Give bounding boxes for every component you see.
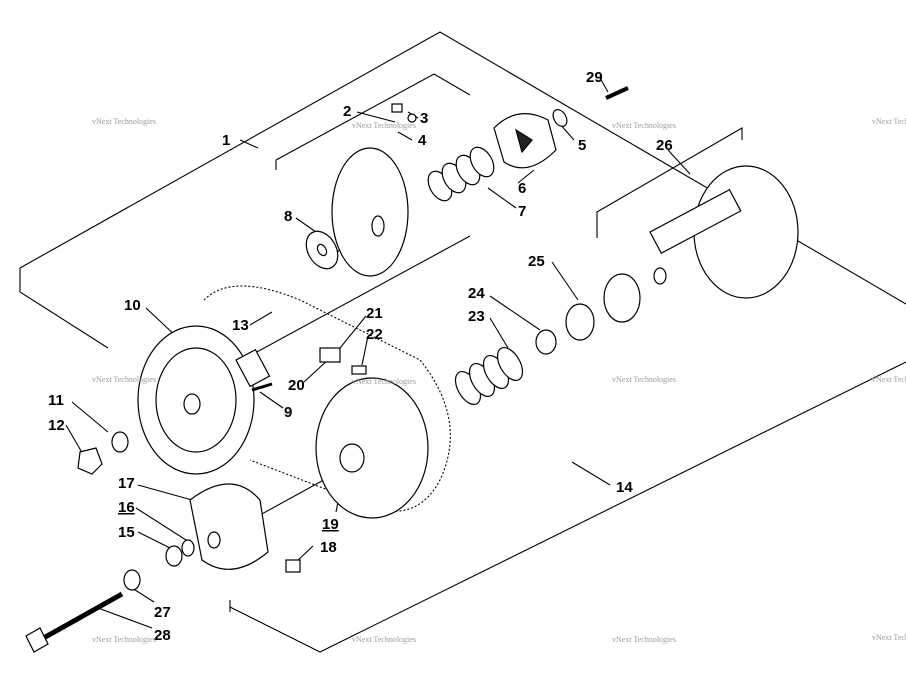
callout-15: 15 bbox=[118, 524, 135, 541]
drive-belt-part bbox=[203, 285, 451, 512]
callout-10: 10 bbox=[124, 297, 141, 314]
spring-upper-part bbox=[427, 146, 495, 202]
callout-2: 2 bbox=[343, 103, 351, 120]
callout-3: 3 bbox=[420, 110, 428, 127]
callout-6: 6 bbox=[518, 180, 526, 197]
callout-7: 7 bbox=[518, 203, 526, 220]
callout-5: 5 bbox=[578, 137, 586, 154]
watermarks: vNext Technologies vNext Technologies vN… bbox=[92, 117, 906, 644]
leader-lines bbox=[65, 77, 691, 629]
screw-bushing-part bbox=[391, 103, 417, 123]
callout-11: 11 bbox=[48, 392, 64, 409]
callout-22: 22 bbox=[366, 326, 383, 343]
callout-8: 8 bbox=[284, 208, 292, 225]
fixed-sheave-part bbox=[137, 325, 255, 475]
pin-part bbox=[251, 382, 273, 392]
watermark-text: vNext Technologies bbox=[612, 635, 676, 644]
callout-20: 20 bbox=[288, 377, 305, 394]
callout-26: 26 bbox=[656, 137, 673, 154]
roll-pin-part bbox=[605, 86, 629, 100]
assembly-bracket-26 bbox=[596, 127, 743, 238]
watermark-text: vNext Technologies bbox=[92, 375, 156, 384]
callout-1: 1 bbox=[222, 132, 230, 149]
washers-nut-part bbox=[77, 431, 195, 567]
bolt-part bbox=[25, 591, 124, 653]
spider-part bbox=[189, 483, 269, 570]
snap-ring-part bbox=[552, 109, 568, 127]
callout-17: 17 bbox=[118, 475, 135, 492]
callout-29: 29 bbox=[586, 69, 603, 86]
callout-27: 27 bbox=[154, 604, 171, 621]
callout-18: 18 bbox=[320, 539, 337, 556]
callout-19: 19 bbox=[322, 516, 339, 533]
callout-25: 25 bbox=[528, 253, 545, 270]
watermark-text: vNext Technologies bbox=[612, 375, 676, 384]
watermark-text: vNext Technologies bbox=[92, 635, 156, 644]
watermark-text: vNext Technologies bbox=[352, 121, 416, 130]
clip-part bbox=[285, 559, 301, 573]
callout-24: 24 bbox=[468, 285, 485, 302]
moveable-sheave-part bbox=[331, 147, 409, 277]
callout-labels: 1 2 3 4 5 6 7 8 9 10 11 12 13 14 15 16 1… bbox=[48, 69, 673, 644]
assembly-bracket-14 bbox=[229, 361, 906, 653]
watermark-text: vNext Technologies bbox=[352, 635, 416, 644]
washer-part bbox=[305, 230, 339, 270]
callout-4: 4 bbox=[418, 132, 427, 149]
watermark-text: vNext Technologies bbox=[872, 375, 906, 384]
callout-23: 23 bbox=[468, 308, 485, 325]
primary-sheave-part bbox=[315, 377, 429, 519]
callout-13: 13 bbox=[232, 317, 249, 334]
watermark-text: vNext Technologies bbox=[872, 633, 906, 642]
callout-9: 9 bbox=[284, 404, 292, 421]
watermark-text: vNext Technologies bbox=[92, 117, 156, 126]
driven-clutch-part bbox=[649, 165, 799, 299]
watermark-text: vNext Technologies bbox=[612, 121, 676, 130]
assembly-bracket-2 bbox=[275, 73, 471, 170]
watermark-text: vNext Technologies bbox=[872, 117, 906, 126]
washer-27-part bbox=[123, 569, 141, 591]
callout-28: 28 bbox=[154, 627, 171, 644]
callout-14: 14 bbox=[616, 479, 633, 496]
callout-21: 21 bbox=[366, 305, 383, 322]
spring-lower-part bbox=[454, 347, 524, 405]
callout-16: 16 bbox=[118, 499, 135, 516]
cam-spider-part bbox=[493, 113, 557, 169]
bearing-part bbox=[535, 273, 641, 355]
callout-12: 12 bbox=[48, 417, 65, 434]
watermark-text: vNext Technologies bbox=[352, 377, 416, 386]
key-and-slider-part bbox=[235, 347, 367, 388]
